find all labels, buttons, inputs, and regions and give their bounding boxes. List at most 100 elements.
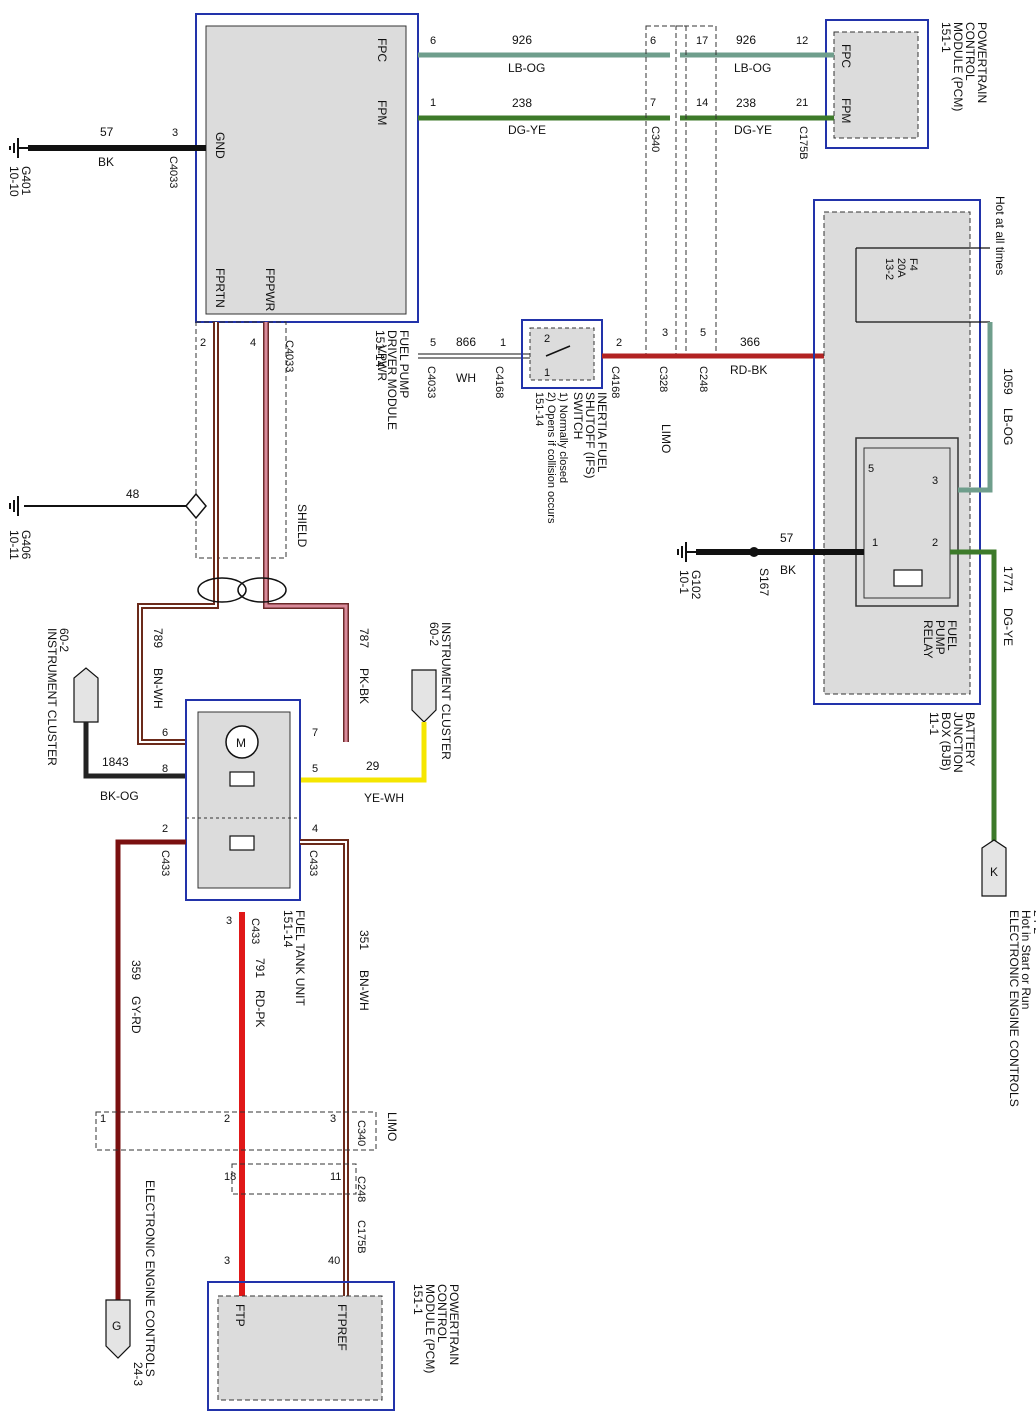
wire-359: 359 GY-RD <box>115 839 186 1300</box>
pin: 12 <box>796 35 808 47</box>
ground-g102: G102 <box>689 570 703 600</box>
pcm-bottom-title-2: CONTROL <box>435 1284 449 1343</box>
pin: 17 <box>696 35 708 47</box>
wire-366-circuit: 366 <box>740 335 760 349</box>
relay-title-3: RELAY <box>921 620 935 658</box>
pin: 6 <box>162 727 168 739</box>
ground-g406: G406 <box>19 530 33 560</box>
connector-c433-left: C433 <box>159 850 171 876</box>
ftu-title: FUEL TANK UNIT <box>293 910 307 1006</box>
ifs-title-1: INERTIA FUEL <box>595 392 609 473</box>
pin: 2 <box>162 823 168 835</box>
eec-k-letter: K <box>990 865 998 879</box>
pcm-bottom-title-3: MODULE (PCM) <box>423 1284 437 1373</box>
pin: 1 <box>100 1113 106 1125</box>
wire-238-a-circuit: 238 <box>512 96 532 110</box>
fuse-20a: 20A <box>895 258 907 278</box>
wire-366-rd-bk: 366 RD-BK 2 3 5 C4168 C328 C248 <box>602 327 841 478</box>
connector-c340-bottom: C340 <box>355 1120 367 1146</box>
ifs-title-3: SWITCH <box>571 392 585 439</box>
wire-926-b-circuit: 926 <box>736 33 756 47</box>
pin: 3 <box>224 1255 230 1267</box>
wire-1059: 1059 LB-OG <box>958 322 1015 493</box>
bjb-ref: 11-1 <box>927 712 941 735</box>
bjb-hot: Hot at all times <box>993 196 1007 275</box>
connector-c4168-b: C4168 <box>609 366 621 398</box>
fpdm-ref: 151-14 <box>373 330 387 368</box>
splice-s167: S167 <box>757 568 771 596</box>
fpdm-fppwr-label: FPPWR <box>263 268 277 312</box>
wire-1843-circuit: 1843 <box>102 755 129 769</box>
pcm-top-module: FPC FPM POWERTRAIN CONTROL MODULE (PCM) … <box>825 19 989 149</box>
ic-right-title: INSTRUMENT CLUSTER <box>439 622 453 760</box>
ifs-note-1: 1) Normally closed <box>557 392 569 483</box>
fuel-tank-unit: M 6 7 8 5 2 4 3 C433 C433 C433 FUEL TANK… <box>159 699 319 1006</box>
wire-29: 29 YE-WH <box>300 722 427 805</box>
ifs-ref: 151-14 <box>533 392 545 426</box>
connector-c433-right: C433 <box>307 850 319 876</box>
pcm-top-title-1: POWERTRAIN <box>975 22 989 103</box>
wire-787-circuit: 787 <box>357 628 371 648</box>
wire-1843: 1843 BK-OG <box>83 722 186 803</box>
wire-351: 351 BN-WH <box>300 839 371 1320</box>
pcm-bottom-ftp: FTP <box>233 1304 247 1327</box>
ground-g401-wire: 57 BK 3 C4033 G401 10-10 <box>7 125 206 197</box>
pin: 5 <box>430 337 436 349</box>
pcm-top-title-3: MODULE (PCM) <box>951 22 965 111</box>
fpdm-title-1: FUEL PUMP <box>397 330 411 398</box>
wire-366-color: RD-BK <box>730 363 767 377</box>
pin: 7 <box>650 97 656 109</box>
wire-1771-color: DG-YE <box>1001 608 1015 646</box>
pcm-bottom-title-1: POWERTRAIN <box>447 1284 461 1365</box>
connector-c4033-vpwr: C4033 <box>425 366 437 398</box>
pin: 2 <box>224 1113 230 1125</box>
bjb-title-1: BATTERY <box>963 712 977 766</box>
connector-c248-bottom: C248 <box>355 1176 367 1202</box>
wire-789-color: BN-WH <box>151 668 165 709</box>
wire-926-b-color: LB-OG <box>734 61 771 75</box>
wire-789: 789 BN-WH <box>137 322 219 745</box>
wire-238-b-color: DG-YE <box>734 123 772 137</box>
ic-left-ref: 60-2 <box>57 628 71 652</box>
wire-1059-color: LB-OG <box>1001 408 1015 445</box>
fuel-pump-driver-module: FPC FPM GND VPWR FPPWR FPRTN FUEL PUMP D… <box>195 13 419 430</box>
wire-926-a-color: LB-OG <box>508 61 545 75</box>
wire-359-circuit: 359 <box>129 960 143 980</box>
wire-238-a-color: DG-YE <box>508 123 546 137</box>
bjb-title-2: JUNCTION <box>951 712 965 773</box>
pin: 7 <box>312 727 318 739</box>
battery-junction-box: Hot at all times F4 20A 13-2 5 3 1 2 FUE… <box>813 196 1007 773</box>
wire-866-circuit: 866 <box>456 335 476 349</box>
wire-791: 791 RD-PK <box>239 912 267 1320</box>
connector-c4033-gnd: C4033 <box>167 156 179 188</box>
ground-g102-ref: 10-1 <box>677 570 691 594</box>
eec-k-ref: 24-2 <box>1031 910 1036 934</box>
switch-pin-1: 1 <box>544 367 550 379</box>
pin: 40 <box>328 1255 340 1267</box>
pin: 4 <box>250 337 256 349</box>
wire-29-color: YE-WH <box>364 791 404 805</box>
wire-238-b-circuit: 238 <box>736 96 756 110</box>
fuse-f4: F4 <box>907 258 919 271</box>
wire-926-fpc: 926 LB-OG 926 LB-OG <box>418 33 834 75</box>
ifs-note-2: 2) Opens if collision occurs <box>545 392 557 524</box>
relay-pin-3: 3 <box>932 475 938 487</box>
shield-label: SHIELD <box>295 504 309 548</box>
pin: 21 <box>796 97 808 109</box>
wire-48-circuit: 48 <box>126 487 140 501</box>
connector-c4033-bottom: C4033 <box>283 340 295 372</box>
pcm-top-ref: 151-1 <box>939 22 953 53</box>
wire-789-circuit: 789 <box>151 628 165 648</box>
pcm-bottom-ftpref: FTPREF <box>335 1304 349 1351</box>
ifs-title-2: SHUTOFF (IFS) <box>583 392 597 478</box>
connector-c175b-top: C175B <box>797 126 809 160</box>
relay-title-2: PUMP <box>933 620 947 655</box>
eec-g-ref: 24-3 <box>131 1362 145 1386</box>
motor-label: M <box>236 736 246 750</box>
pin: 4 <box>312 823 318 835</box>
limo-bottom-label: LIMO <box>385 1112 399 1141</box>
wire-351-circuit: 351 <box>357 930 371 950</box>
ftu-ref: 151-14 <box>281 910 295 948</box>
wire-57-bjb: 57 BK S167 G102 10-1 <box>677 531 864 600</box>
